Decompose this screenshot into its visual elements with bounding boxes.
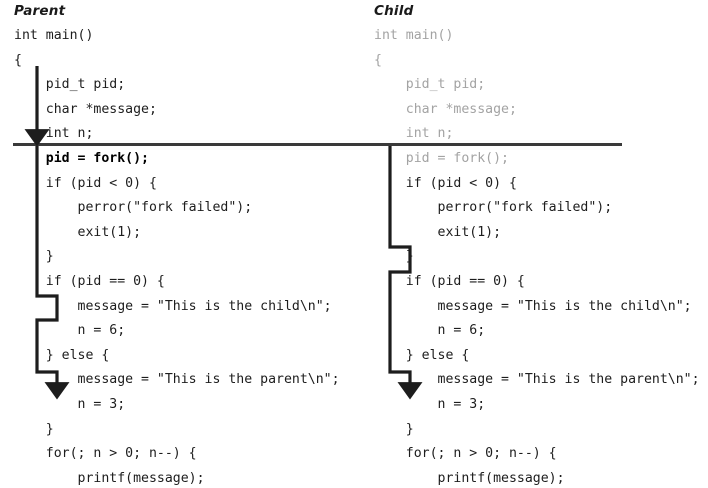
parent-code-block: int main() { pid_t pid; char *message; in… — [14, 24, 360, 488]
child-code-line: char *message; — [374, 101, 517, 117]
child-code-line: if (pid == 0) { — [374, 273, 525, 289]
parent-code-line: { — [14, 52, 22, 68]
child-code-line: pid_t pid; — [374, 77, 486, 93]
parent-code-line: exit(1); — [14, 224, 142, 240]
child-code-line: exit(1); — [374, 224, 502, 240]
child-code-line: int main() — [374, 28, 454, 43]
parent-code-line: for(; n > 0; n--) { — [14, 446, 197, 462]
parent-column-title: Parent — [14, 3, 66, 19]
child-code-line: } — [374, 421, 414, 437]
child-code-line: printf(message); — [374, 470, 565, 486]
parent-code-line: int main() — [14, 28, 94, 43]
parent-code-line: } — [14, 421, 54, 437]
child-code-line: } — [374, 249, 414, 265]
parent-code-line: pid_t pid; — [14, 77, 126, 93]
parent-column: Parent int main() { pid_t pid; char *mess… — [14, 3, 360, 488]
parent-code-line: } else { — [14, 347, 110, 363]
child-column-title: Child — [374, 3, 414, 19]
parent-code-line: if (pid == 0) { — [14, 273, 165, 289]
child-code-line: n = 3; — [374, 396, 486, 412]
parent-code-line: char *message; — [14, 101, 157, 117]
child-code-line: perror("fork failed"); — [374, 200, 613, 216]
fork-separator-line — [13, 143, 622, 146]
parent-code-line: } — [14, 249, 54, 265]
child-column: Child int main() { pid_t pid; char *messa… — [360, 0, 708, 488]
child-code-line: int n; — [374, 126, 454, 142]
child-code-line: n = 6; — [374, 323, 486, 339]
child-code-line: pid = fork(); — [374, 150, 509, 166]
parent-code-line: message = "This is the parent\n"; — [14, 372, 340, 388]
child-code-line: if (pid < 0) { — [374, 175, 517, 191]
child-code-line: message = "This is the child\n"; — [374, 298, 692, 314]
parent-code-line: perror("fork failed"); — [14, 200, 253, 216]
parent-code-line: printf(message); — [14, 470, 205, 486]
child-code-line: { — [374, 52, 382, 68]
parent-code-line: message = "This is the child\n"; — [14, 298, 332, 314]
child-code-line: message = "This is the parent\n"; — [374, 372, 700, 388]
parent-code-line: n = 6; — [14, 323, 126, 339]
parent-code-line: pid = fork(); — [14, 150, 149, 166]
child-code-line: } else { — [374, 347, 470, 363]
parent-code-line: n = 3; — [14, 396, 126, 412]
child-code-line: for(; n > 0; n--) { — [374, 446, 557, 462]
child-code-block: int main() { pid_t pid; char *message; in… — [374, 24, 708, 488]
parent-code-line: if (pid < 0) { — [14, 175, 157, 191]
parent-code-line: int n; — [14, 126, 94, 142]
